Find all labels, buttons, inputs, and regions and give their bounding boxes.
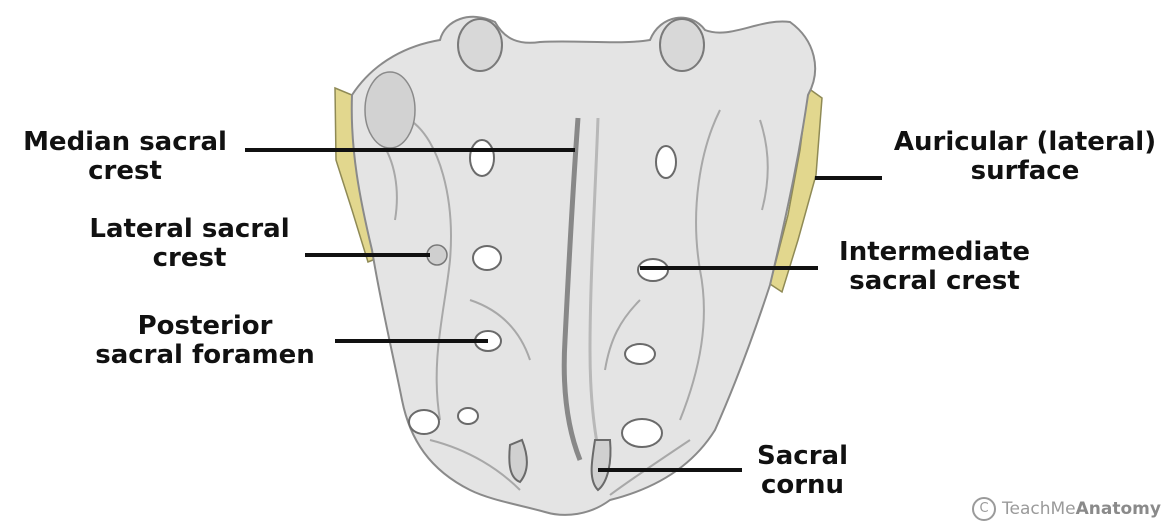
watermark-text-bold: Anatomy bbox=[1076, 499, 1161, 519]
label-line-2: sacral crest bbox=[822, 267, 1047, 296]
label-posterior-sacral-foramen: Posterior sacral foramen bbox=[85, 312, 325, 370]
copyright-icon: C bbox=[972, 497, 996, 521]
sacrum-body bbox=[352, 17, 815, 515]
label-line-1: Median sacral bbox=[10, 128, 240, 157]
label-line-1: Auricular (lateral) bbox=[880, 128, 1170, 157]
label-line-1: Sacral bbox=[750, 442, 855, 471]
watermark-text-light: TeachMe bbox=[1002, 499, 1076, 519]
label-line-2: surface bbox=[880, 157, 1170, 186]
label-line-1: Posterior bbox=[85, 312, 325, 341]
label-line-2: crest bbox=[10, 157, 240, 186]
articular-process-left bbox=[458, 19, 502, 71]
label-auricular-surface: Auricular (lateral) surface bbox=[880, 128, 1170, 186]
label-median-sacral-crest: Median sacral crest bbox=[10, 128, 240, 186]
label-line-2: sacral foramen bbox=[85, 341, 325, 370]
label-line-1: Intermediate bbox=[822, 238, 1047, 267]
label-lateral-sacral-crest: Lateral sacral crest bbox=[82, 215, 297, 273]
label-sacral-cornu: Sacral cornu bbox=[750, 442, 855, 500]
label-intermediate-sacral-crest: Intermediate sacral crest bbox=[822, 238, 1047, 296]
label-line-1: Lateral sacral bbox=[82, 215, 297, 244]
label-line-2: crest bbox=[82, 244, 297, 273]
watermark: C TeachMeAnatomy bbox=[972, 497, 1161, 521]
label-line-2: cornu bbox=[750, 471, 855, 500]
articular-process-right bbox=[660, 19, 704, 71]
